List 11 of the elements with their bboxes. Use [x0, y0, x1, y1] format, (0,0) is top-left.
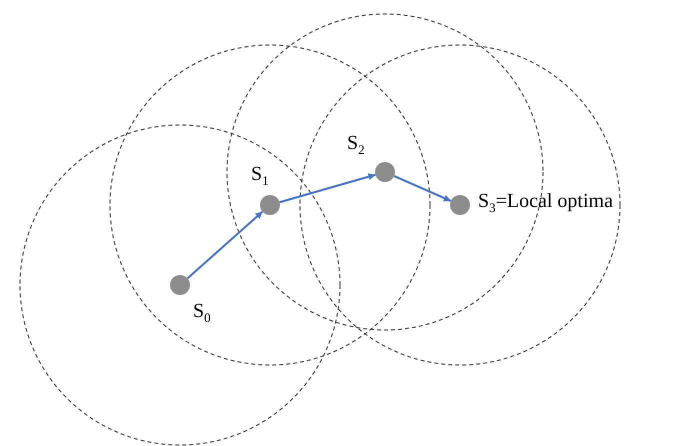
arrow [186, 210, 264, 280]
point-label: S$_{0}$ [193, 300, 211, 326]
solution-point [450, 195, 470, 215]
point-label: S$_{3}$=Local optima [478, 190, 613, 216]
arrow [279, 173, 376, 204]
point-label: S$_{2}$ [347, 132, 365, 158]
solution-point [170, 275, 190, 295]
point-label: S$_{1}$ [251, 163, 269, 189]
solution-point [375, 162, 395, 182]
solution-point [260, 195, 280, 215]
arrow [394, 175, 452, 202]
